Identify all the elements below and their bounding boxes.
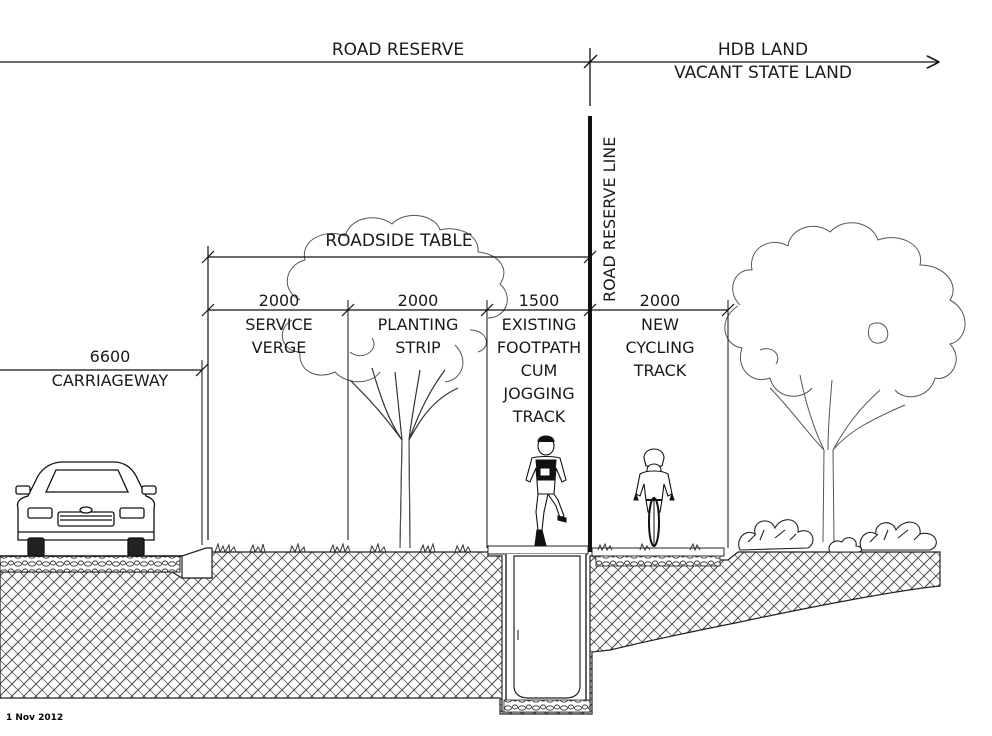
segment-planting-strip: 2000 PLANTING STRIP: [378, 291, 459, 357]
drain-icon: [503, 554, 591, 713]
segment-line: NEW: [641, 315, 679, 334]
segment-line: TRACK: [633, 361, 687, 380]
segment-line: PLANTING: [378, 315, 459, 334]
segment-line: FOOTPATH: [497, 338, 581, 357]
ground-section: [0, 545, 941, 715]
segment-line: SERVICE: [245, 315, 312, 334]
carriageway-dimension: 6600 CARRIAGEWAY: [0, 347, 209, 545]
segment-new-cycling-track: 2000 NEW CYCLING TRACK: [626, 291, 695, 380]
grass: [214, 542, 701, 554]
segment-width: 2000: [259, 291, 300, 310]
segment-width: 2000: [398, 291, 439, 310]
segment-line: CUM: [521, 361, 558, 380]
segment-service-verge: 2000 SERVICE VERGE: [245, 291, 312, 357]
tree-icon: [724, 222, 966, 543]
road-reserve-label: ROAD RESERVE: [332, 40, 464, 60]
segment-line: CYCLING: [626, 338, 695, 357]
road-reserve-dimension: ROAD RESERVE HDB LAND VACANT STATE LAND: [0, 40, 938, 106]
vacant-state-land-label: VACANT STATE LAND: [674, 63, 852, 83]
drawing-date: 1 Nov 2012: [6, 713, 63, 723]
shrub-icon: [738, 519, 937, 553]
hdb-land-label: HDB LAND: [718, 40, 808, 60]
carriageway-label: CARRIAGEWAY: [52, 371, 169, 390]
roadside-table-dimension: ROADSIDE TABLE: [201, 231, 597, 540]
segment-existing-footpath: 1500 EXISTING FOOTPATH CUM JOGGING TRACK: [497, 291, 581, 426]
runner-icon: [525, 435, 567, 547]
road-reserve-line-label: ROAD RESERVE LINE: [600, 137, 619, 302]
segment-line: EXISTING: [502, 315, 577, 334]
road-reserve-line: ROAD RESERVE LINE: [588, 116, 619, 552]
cyclist-icon: [633, 448, 675, 547]
car-icon: [15, 461, 157, 557]
segment-dimensions: 2000 SERVICE VERGE 2000 PLANTING STRIP 1…: [201, 291, 735, 548]
segment-width: 2000: [640, 291, 681, 310]
segment-line: STRIP: [395, 338, 441, 357]
segment-line: JOGGING: [502, 384, 574, 403]
segment-line: VERGE: [252, 338, 307, 357]
carriageway-width: 6600: [90, 347, 131, 366]
segment-width: 1500: [519, 291, 560, 310]
segment-line: TRACK: [512, 407, 566, 426]
roadside-table-label: ROADSIDE TABLE: [325, 231, 472, 251]
tree-icon: [281, 214, 508, 549]
